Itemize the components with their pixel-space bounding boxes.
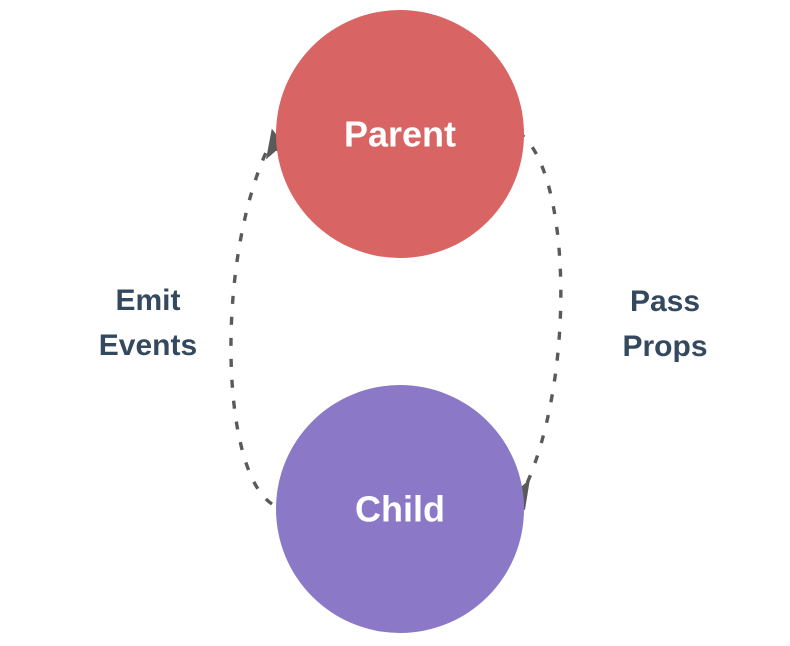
child-circle[interactable] bbox=[276, 385, 524, 633]
pass-props-label: Pass Props bbox=[622, 285, 707, 363]
emit-events-dashed-path bbox=[229, 147, 273, 506]
emit-events-label-line2: Events bbox=[99, 329, 197, 362]
pass-props-dashed-path bbox=[517, 130, 563, 491]
node-child[interactable]: Child bbox=[276, 385, 524, 633]
pass-props-label-line2: Props bbox=[622, 330, 707, 363]
child-label: Child bbox=[355, 489, 445, 530]
pass-props-label-line1: Pass bbox=[630, 285, 700, 318]
emit-events-label: Emit Events bbox=[99, 284, 197, 362]
parent-label: Parent bbox=[344, 114, 456, 155]
edge-emit-events bbox=[229, 128, 290, 506]
emit-events-label-line1: Emit bbox=[115, 284, 180, 317]
edge-pass-props bbox=[506, 130, 563, 511]
parent-circle[interactable] bbox=[276, 10, 524, 258]
node-parent[interactable]: Parent bbox=[276, 10, 524, 258]
